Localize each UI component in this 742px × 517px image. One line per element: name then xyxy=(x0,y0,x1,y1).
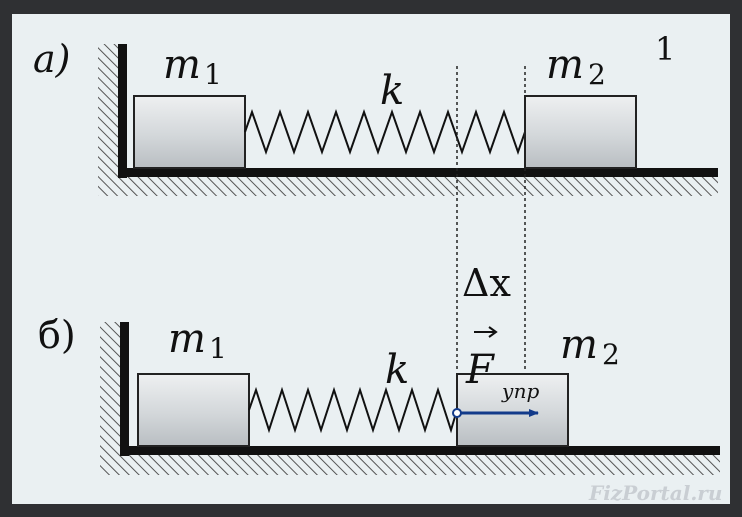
floor-hatch-b xyxy=(100,455,720,475)
mass-m2-subscript-b: 2 xyxy=(602,338,620,371)
spring-b xyxy=(248,386,458,434)
panel-b-letter: б) xyxy=(38,313,76,357)
panel-a-letter: а) xyxy=(33,37,70,81)
wall-hatch-a xyxy=(98,44,118,182)
wall-hatch-b xyxy=(100,322,120,464)
spring-k-label-a: k xyxy=(380,68,404,114)
mass-m2-label-a: m xyxy=(546,42,584,88)
force-vector-head xyxy=(488,326,498,338)
panel-a: а) m 1 k m 2 1 xyxy=(33,30,718,196)
force-application-point xyxy=(452,408,462,418)
mass-m1-subscript-a: 1 xyxy=(204,58,222,91)
mass-m2-subscript-a: 2 xyxy=(588,58,606,91)
spring-k-label-b: k xyxy=(385,347,409,393)
mass-m2-block-a xyxy=(524,95,637,169)
wall-a xyxy=(118,44,127,178)
mass-m1-label-b: m xyxy=(168,316,206,362)
force-subscript: упр xyxy=(501,379,539,403)
mass-m1-block-b xyxy=(137,373,250,447)
mass-m1-block-a xyxy=(133,95,246,169)
mass-m2-block-b xyxy=(456,373,569,447)
watermark: FizPortal.ru xyxy=(588,481,722,505)
panel-b: б) m 1 k F упр m 2 xyxy=(38,313,720,475)
floor-b xyxy=(120,446,720,455)
figure-number: 1 xyxy=(655,30,675,68)
mass-m2-label-b: m xyxy=(560,322,598,368)
force-label: F xyxy=(465,347,495,393)
wall-b xyxy=(120,322,129,456)
floor-a xyxy=(118,168,718,177)
mass-m1-subscript-b: 1 xyxy=(209,332,227,365)
floor-hatch-a xyxy=(98,176,718,196)
displacement-label: Δx xyxy=(462,261,511,305)
mass-m1-label-a: m xyxy=(163,42,201,88)
spring-a xyxy=(244,108,526,156)
